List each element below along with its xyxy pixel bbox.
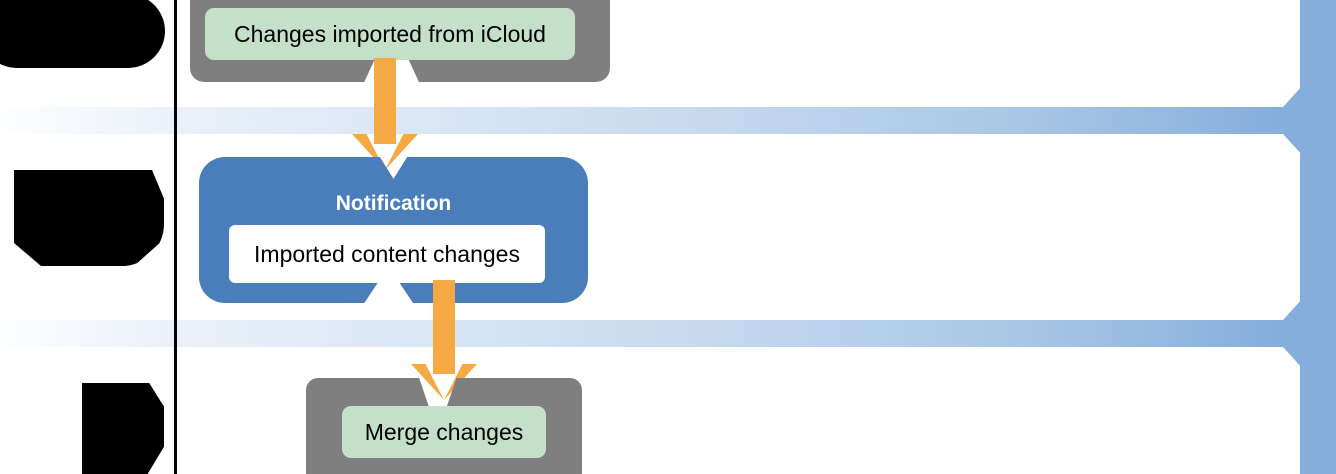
flow-arrow-shaft: [433, 280, 455, 374]
process-chip-changes-imported[interactable]: Changes imported from iCloud: [205, 8, 575, 60]
lane-separator-band-1-notch: [1283, 107, 1305, 134]
notification-title: Notification: [335, 192, 452, 215]
lane-rail-wedge-top: [1283, 85, 1303, 107]
lane-3-label-redaction: [82, 383, 164, 474]
notification-content-field-value: Imported content changes: [254, 240, 520, 267]
lane-2-label-redaction: [14, 170, 164, 266]
lane-rail-right: [1300, 0, 1336, 474]
flow-arrow-shaft: [374, 58, 396, 144]
lane-separator-band-1: [0, 107, 1283, 134]
lane-label-column-divider: [174, 0, 177, 474]
process-chip-changes-imported-label: Changes imported from iCloud: [234, 20, 546, 47]
process-chip-merge-changes[interactable]: Merge changes: [342, 406, 546, 458]
lane-rail-wedge-upper: [1283, 134, 1303, 156]
flow-arrow-imported-to-notification: [352, 58, 418, 170]
lane-separator-band-2: [0, 320, 1283, 347]
notification-content-field[interactable]: Imported content changes: [229, 225, 545, 283]
process-chip-merge-changes-label: Merge changes: [364, 418, 524, 445]
lane-separator-band-2-notch: [1283, 320, 1305, 347]
lane-1-label-redaction: [0, 0, 165, 68]
